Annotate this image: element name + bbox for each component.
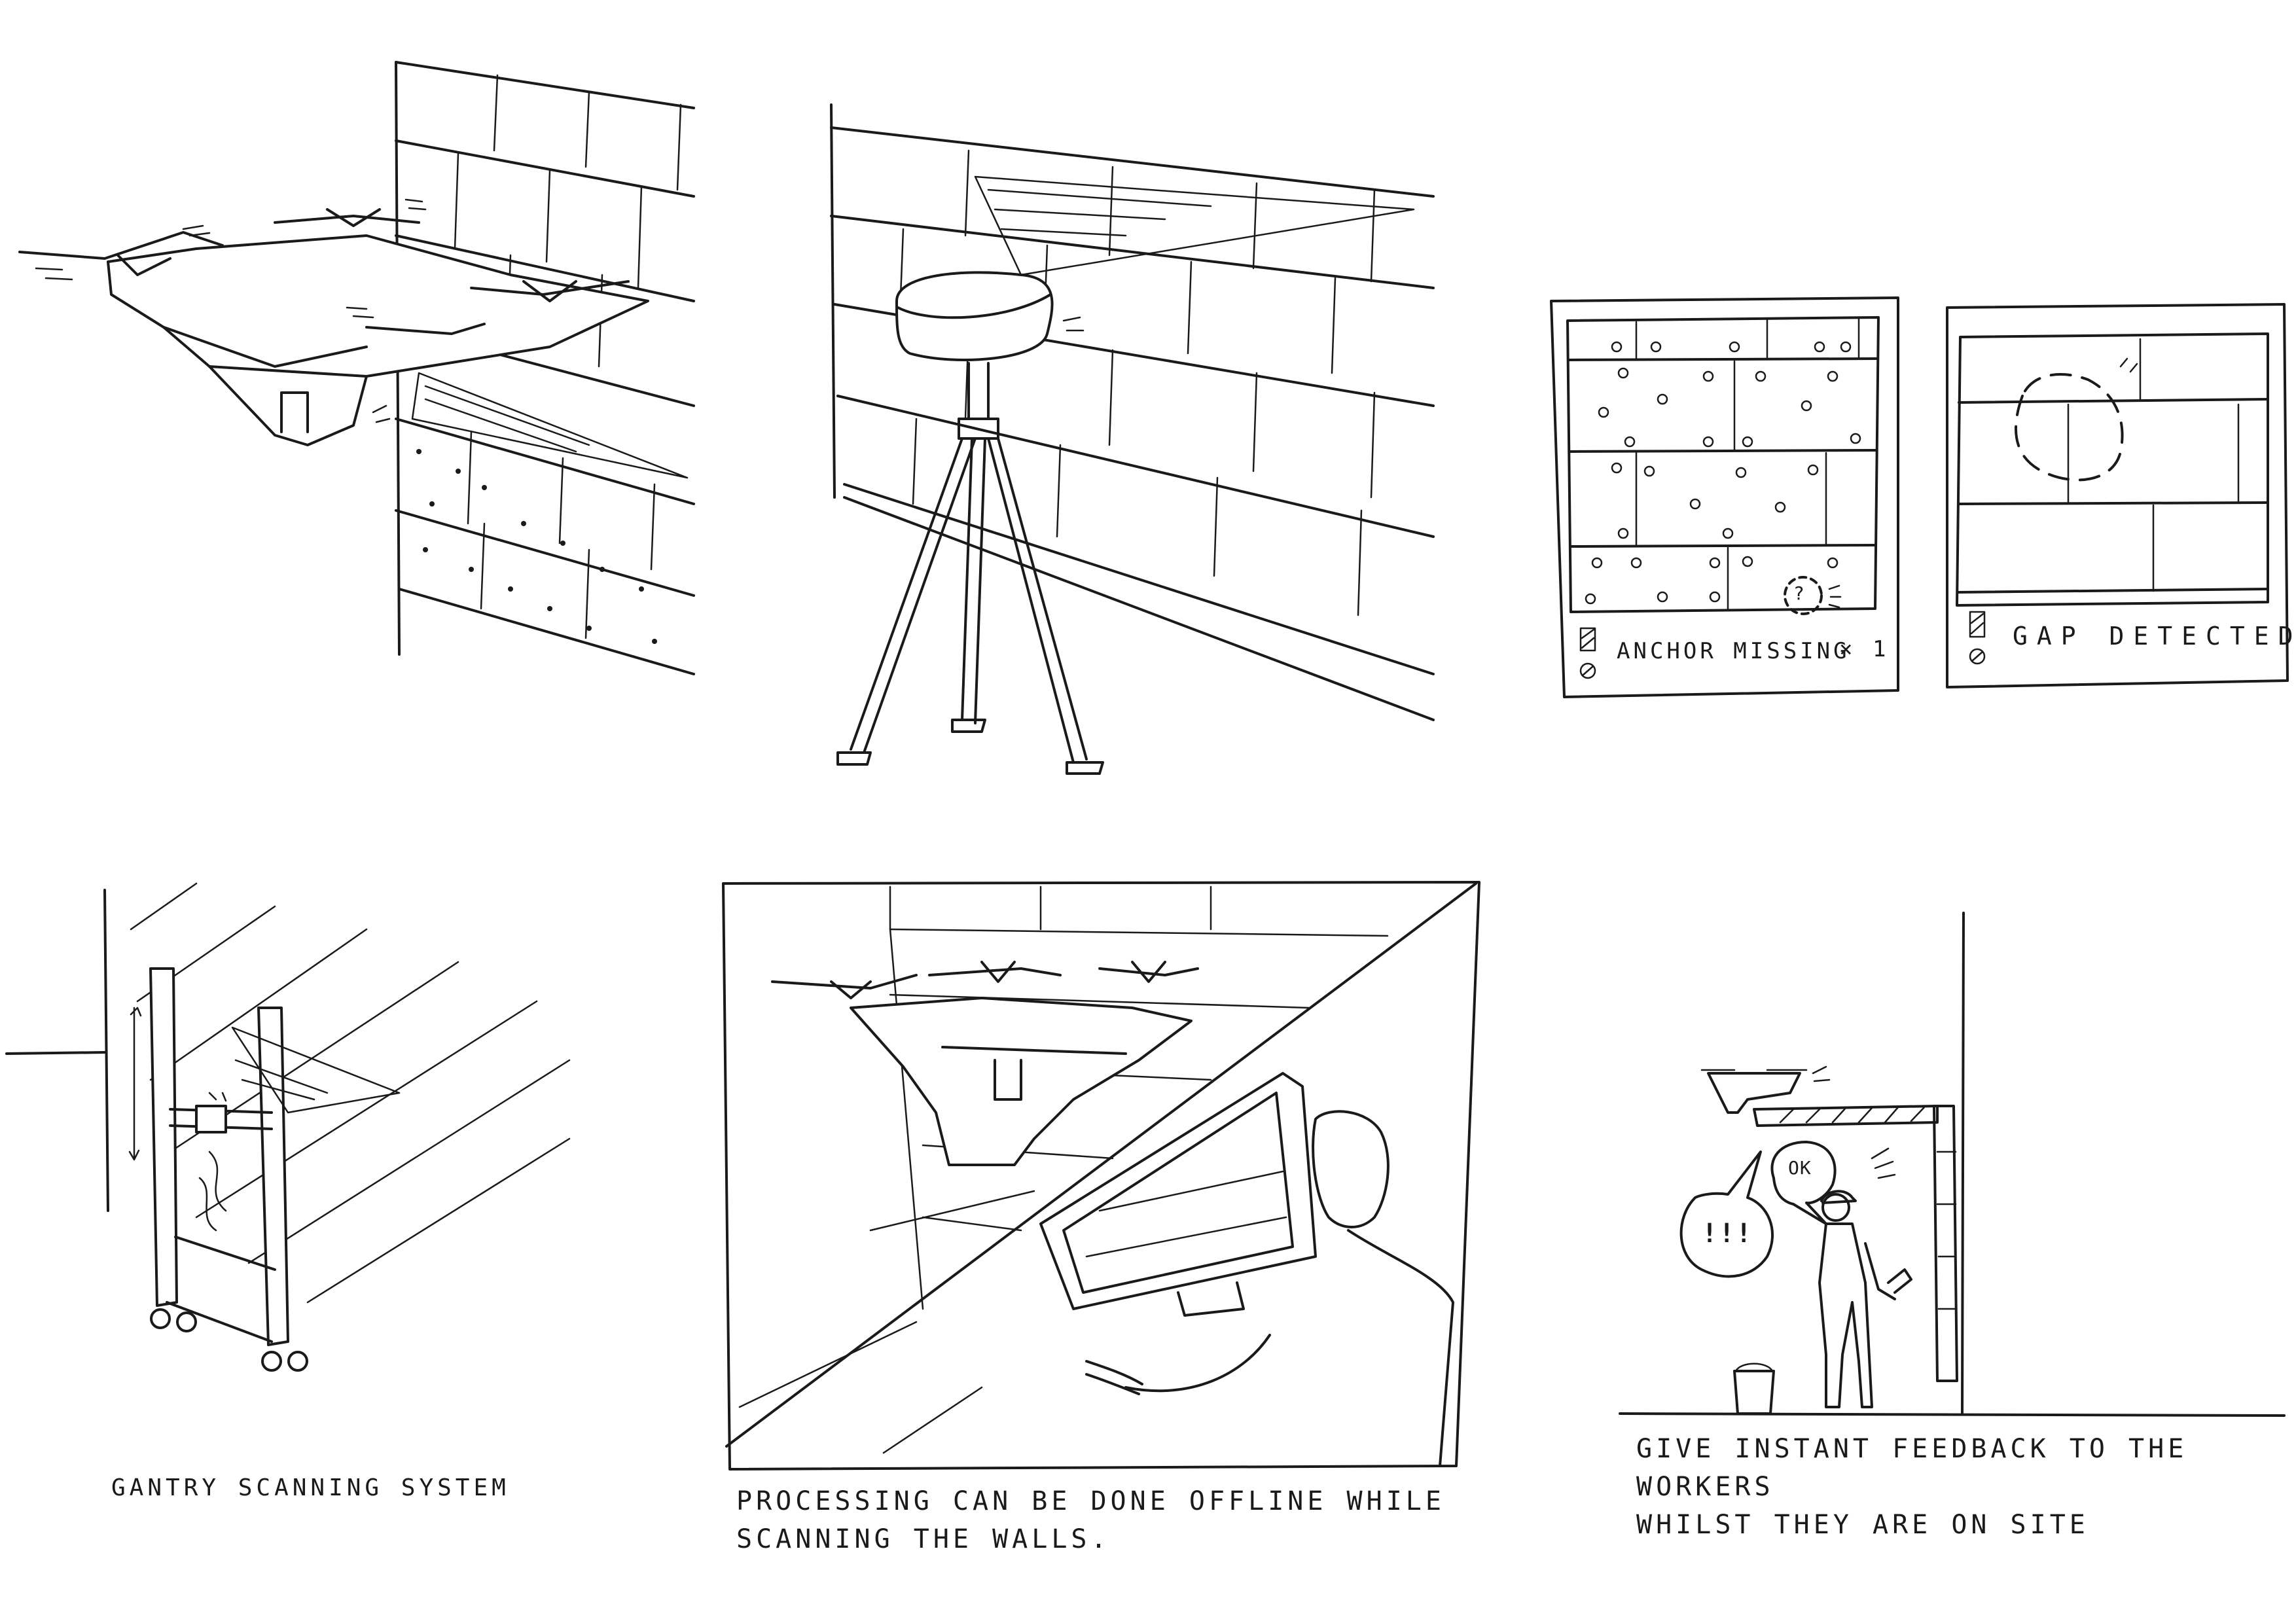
feedback-caption: GIVE INSTANT FEEDBACK TO THE WORKERS WHI… bbox=[1636, 1434, 2188, 1540]
anchor-missing-label: ANCHOR MISSING bbox=[1617, 638, 1850, 664]
ok-bubble bbox=[1770, 1141, 1837, 1225]
tripod-scanner-sketch bbox=[830, 103, 1435, 775]
drone-wall-sketch bbox=[18, 61, 695, 675]
anchor-holes bbox=[1585, 341, 1861, 605]
missing-anchor-marker bbox=[1784, 576, 1823, 615]
anchor-missing-screen bbox=[1550, 296, 1899, 698]
scanned-dots bbox=[416, 449, 657, 644]
gantry-sketch bbox=[5, 882, 571, 1372]
alert-bubble bbox=[1679, 1150, 1774, 1278]
gap-marker bbox=[2015, 373, 2124, 482]
ok-bubble-text: OK bbox=[1788, 1157, 1812, 1179]
offline-caption: PROCESSING CAN BE DONE OFFLINE WHILE SCA… bbox=[736, 1486, 1445, 1554]
gap-detected-screen bbox=[1946, 303, 2289, 688]
missing-anchor-question: ? bbox=[1793, 582, 1804, 604]
alert-bubble-text: !!! bbox=[1702, 1219, 1753, 1249]
offline-processing-sketch bbox=[722, 881, 1480, 1471]
anchor-missing-count: × 1 bbox=[1839, 636, 1890, 662]
gap-detected-label: GAP DETECTED bbox=[2013, 622, 2296, 651]
instant-feedback-sketch bbox=[1619, 912, 2286, 1417]
gantry-caption: GANTRY SCANNING SYSTEM bbox=[111, 1474, 510, 1501]
